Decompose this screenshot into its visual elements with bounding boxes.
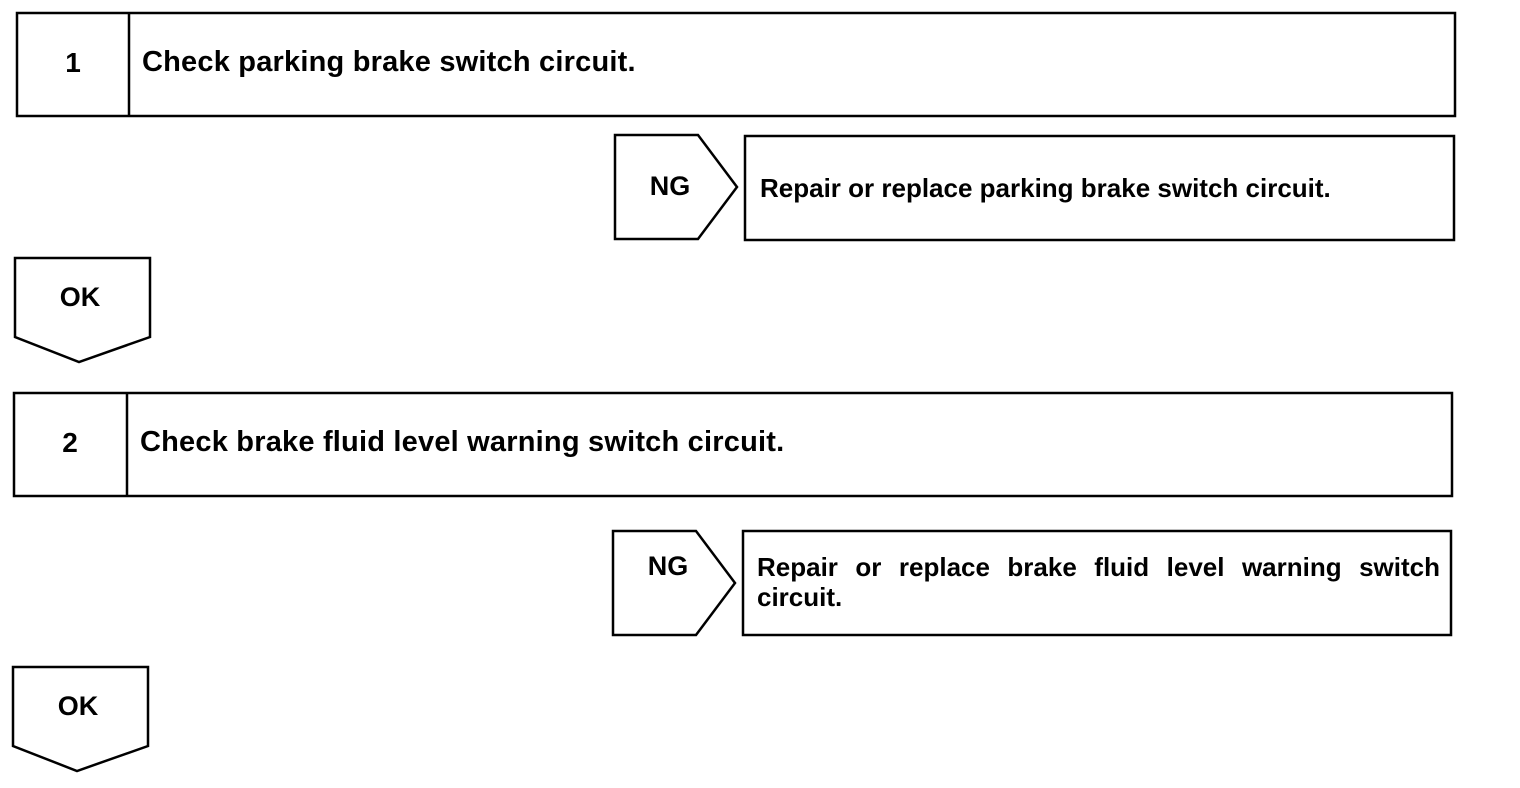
step-2-ng-action-box (741, 529, 1453, 637)
step-2-ng-label: NG (647, 551, 689, 581)
step-2-ng-action: Repair or replace brake fluid level warn… (757, 552, 1440, 612)
step-2-box (12, 391, 1454, 498)
step-1-box (15, 11, 1457, 118)
step-1-text: Check parking brake switch circuit. (142, 46, 636, 78)
step-2-ok-label: OK (57, 691, 99, 721)
step-1-ng-arrow (613, 133, 739, 241)
step-2-ok-arrow (11, 665, 150, 773)
step-2-ng-arrow (611, 529, 737, 637)
step-1-ng-action-box (743, 134, 1456, 242)
step-1-ok-label: OK (59, 282, 101, 312)
step-1-number: 1 (65, 47, 81, 78)
step-2-number: 2 (62, 427, 78, 458)
step-2-text: Check brake fluid level warning switch c… (140, 426, 785, 458)
step-1-ok-arrow (13, 256, 152, 364)
step-1-ng-action: Repair or replace parking brake switch c… (760, 173, 1331, 203)
step-1-ng-label: NG (649, 171, 691, 201)
